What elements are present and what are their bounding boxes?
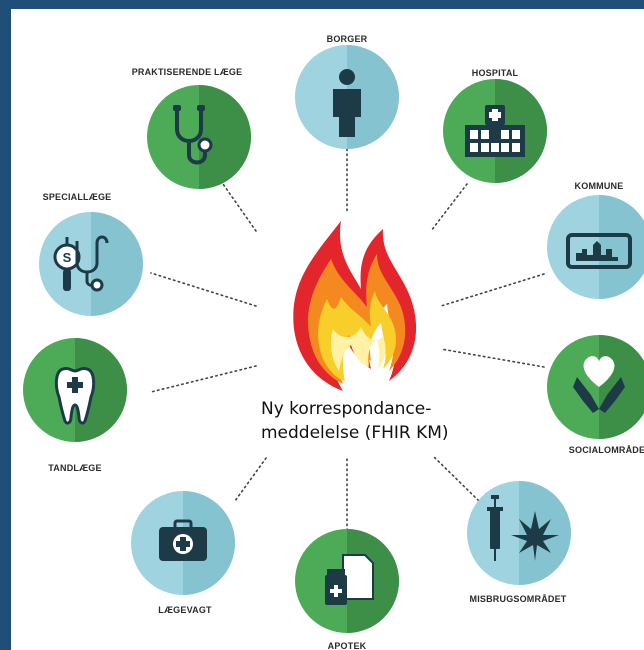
- stethoscope-icon: [173, 105, 213, 165]
- connector-praktiserende: [222, 183, 257, 232]
- node-borger: [295, 45, 399, 149]
- tooth-icon: [54, 366, 96, 425]
- node-hospital: [443, 79, 547, 183]
- node-laegevagt: [131, 491, 235, 595]
- label-speciallaege: SPECIALLÆGE: [43, 192, 112, 202]
- hospital-icon: [465, 105, 525, 157]
- connector-speciallaege: [150, 272, 257, 307]
- town-icon: [566, 233, 632, 269]
- medicine-bottle-icon: [325, 554, 374, 605]
- stethoscope-coin-icon: S: [53, 235, 109, 292]
- center-message-box: Ny korrespondance- meddelelse (FHIR KM): [255, 393, 495, 457]
- connector-misbrug: [430, 453, 480, 502]
- center-title-line-2: meddelelse (FHIR KM): [261, 423, 449, 443]
- label-borger: BORGER: [327, 34, 368, 44]
- connectors: [150, 148, 545, 532]
- label-socialomraade: SOCIALOMRÅDE: [569, 445, 644, 455]
- node-praktiserende: [147, 85, 251, 189]
- label-apotek: APOTEK: [328, 641, 367, 650]
- person-icon: [333, 69, 361, 137]
- node-kommune: [547, 195, 644, 299]
- label-tandlaege: TANDLÆGE: [48, 463, 101, 473]
- connector-tandlaege: [150, 365, 257, 393]
- diagram-svg: S BORGER HOSPITAL KOMMUNE SOCIALOMRÅD: [23, 34, 644, 650]
- connector-socialomraade: [440, 348, 545, 368]
- syringe-cannabis-icon: [487, 495, 559, 561]
- node-speciallaege: S: [39, 212, 143, 316]
- label-hospital: HOSPITAL: [472, 68, 519, 78]
- diagram-canvas: S BORGER HOSPITAL KOMMUNE SOCIALOMRÅD: [11, 9, 644, 650]
- node-tandlaege: [23, 338, 127, 442]
- center-title-line-1: Ny korrespondance-: [261, 399, 432, 419]
- heart-hands-icon: [573, 356, 625, 413]
- connector-kommune: [440, 273, 545, 307]
- node-socialomraade: [547, 335, 644, 439]
- label-kommune: KOMMUNE: [575, 181, 624, 191]
- connector-hospital: [430, 183, 468, 232]
- label-misbrugsomraadet: MISBRUGSOMRÅDET: [470, 594, 567, 604]
- first-aid-kit-icon: [159, 519, 207, 561]
- flame-logo: [293, 221, 417, 391]
- svg-text:S: S: [63, 250, 72, 265]
- label-laegevagt: LÆGEVAGT: [158, 605, 212, 615]
- node-misbrug: [467, 481, 571, 585]
- label-praktiserende: PRAKTISERENDE LÆGE: [132, 67, 243, 77]
- node-apotek: [295, 529, 399, 633]
- connector-laegevagt: [234, 453, 270, 502]
